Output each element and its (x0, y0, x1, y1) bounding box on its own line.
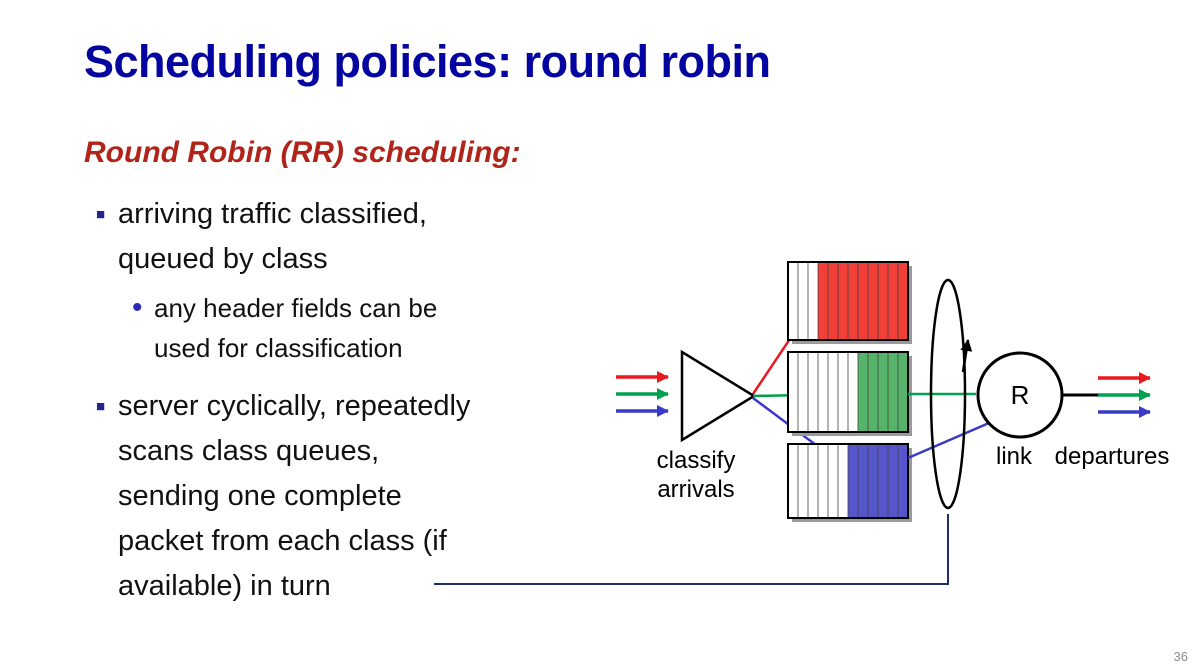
queue-border (787, 351, 909, 433)
bullet-item-2: ■ server cyclically, repeatedly scans cl… (96, 384, 470, 609)
dot-bullet-icon: • (132, 291, 143, 324)
bullet-text: server cyclically, repeatedly scans clas… (118, 390, 471, 602)
queue-slots (797, 352, 899, 432)
page-number: 36 (1173, 649, 1188, 664)
slide-title: Scheduling policies: round robin (84, 36, 771, 87)
classify-label-line2: arrivals (657, 476, 734, 503)
queue-border (787, 261, 909, 341)
square-bullet-icon: ■ (96, 398, 106, 415)
square-bullet-icon: ■ (96, 206, 106, 223)
queue-red (787, 261, 912, 344)
scan-ellipse (929, 278, 967, 510)
queue-slots (797, 444, 899, 518)
server-label: R (1011, 380, 1030, 410)
link-label: link (996, 443, 1033, 470)
queue-fill-red (818, 263, 907, 339)
queue-green (787, 351, 912, 436)
callout-line (434, 514, 949, 585)
queue-border (787, 443, 909, 519)
departures-label: departures (1055, 443, 1170, 470)
bullet-text: arriving traffic classified, queued by c… (118, 198, 427, 275)
sub-bullet-text: any header fields can be used for classi… (154, 293, 438, 363)
sub-bullet-item: • any header fields can be used for clas… (132, 288, 437, 368)
queue-fill-green (858, 353, 907, 431)
classifier-triangle (680, 349, 757, 443)
scan-direction-arrow (960, 339, 973, 373)
classify-label-line1: classify (657, 447, 736, 474)
queue-blue (787, 443, 912, 522)
queue-slots (797, 262, 899, 340)
section-heading: Round Robin (RR) scheduling: (84, 136, 521, 169)
bullet-item-1: ■ arriving traffic classified, queued by… (96, 192, 427, 282)
queue-output-blue (907, 421, 990, 460)
